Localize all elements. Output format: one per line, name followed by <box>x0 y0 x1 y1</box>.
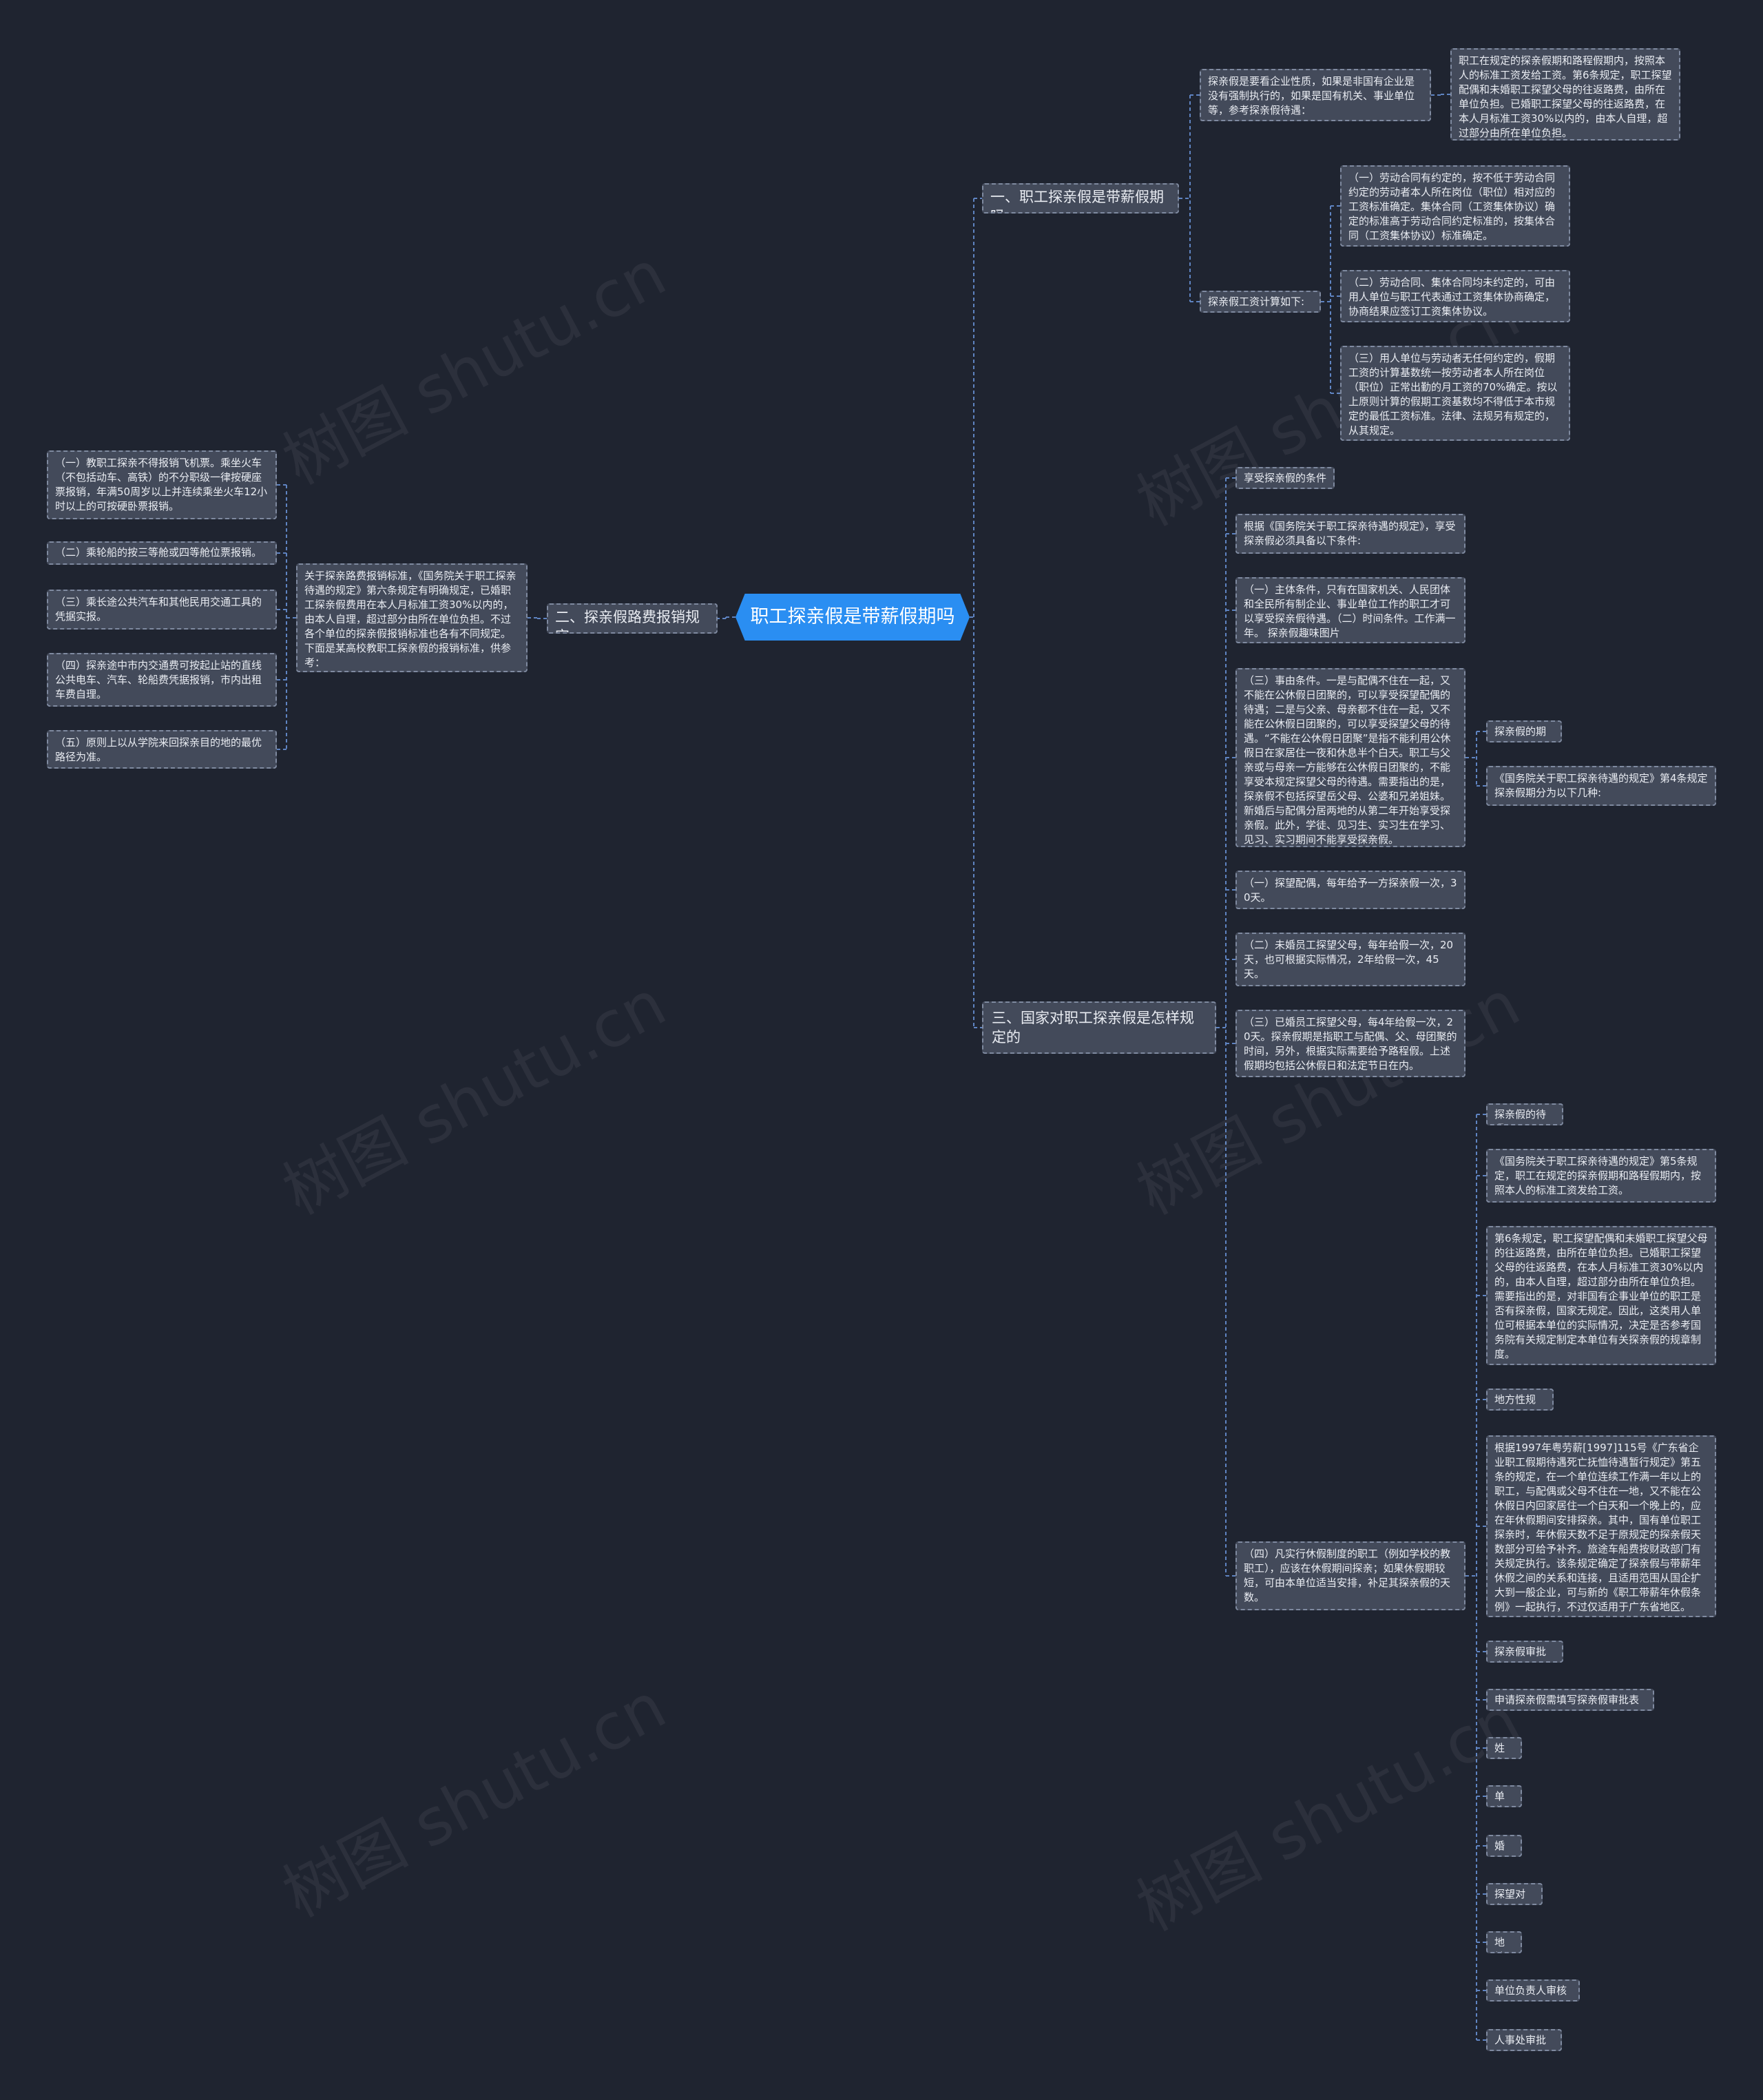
b3-node-leave-period-types[interactable]: 《国务院关于职工探亲待遇的规定》第4条规定探亲假期分为以下几种: <box>1486 766 1716 806</box>
b3-node-approval-form[interactable]: 探亲假审批表 <box>1486 1641 1563 1663</box>
b3-node-guangdong-rule[interactable]: 根据1997年粤劳薪[1997]115号《广东省企业职工假期待遇死亡抚恤待遇暂行… <box>1486 1435 1716 1617</box>
b3-node-vacation-staff[interactable]: （四）凡实行休假制度的职工（例如学校的教职工），应该在休假期间探亲；如果休假期较… <box>1235 1541 1465 1610</box>
b2-leaf-train[interactable]: （一）教职工探亲不得报销飞机票。乘坐火车（不包括动车、高铁）的不分职级一律按硬座… <box>47 450 277 519</box>
b3-node-subject-time-condition[interactable]: （一）主体条件，只有在国家机关、人民团体和全民所有制企业、事业单位工作的职工才可… <box>1235 577 1465 643</box>
b3-form-field-unit[interactable]: 单位 <box>1486 1785 1522 1807</box>
b3-node-conditions[interactable]: 享受探亲假的条件 <box>1235 467 1335 489</box>
b1-node-calc-rule-1[interactable]: （一）劳动合同有约定的，按不低于劳动合同约定的劳动者本人所在岗位（职位）相对应的… <box>1340 165 1570 247</box>
b3-node-leave-period[interactable]: 探亲假的期限 <box>1486 720 1562 742</box>
b3-form-field-name[interactable]: 姓名 <box>1486 1737 1522 1759</box>
b3-node-unmarried-visit-parents[interactable]: （二）未婚员工探望父母，每年给假一次，20天，也可根据实际情况，2年给假一次，4… <box>1235 933 1465 986</box>
b3-node-conditions-basis[interactable]: 根据《国务院关于职工探亲待遇的规定》，享受探亲假必须具备以下条件: <box>1235 514 1465 554</box>
root-topic[interactable]: 职工探亲假是带薪假期吗 <box>736 594 970 641</box>
b3-node-local-rules[interactable]: 地方性规定 <box>1486 1389 1554 1411</box>
b3-form-field-address[interactable]: 地址 <box>1486 1931 1522 1953</box>
b2-leaf-bus[interactable]: （三）乘长途公共汽车和其他民用交通工具的凭据实报。 <box>47 590 277 630</box>
b3-form-field-marital[interactable]: 婚否 <box>1486 1835 1522 1857</box>
b1-node-calc-rule-3[interactable]: （三）用人单位与劳动者无任何约定的，假期工资的计算基数统一按劳动者本人所在岗位（… <box>1340 346 1570 441</box>
b3-node-treatment-article-6[interactable]: 第6条规定，职工探望配偶和未婚职工探望父母的往返路费，由所在单位负担。已婚职工探… <box>1486 1226 1716 1365</box>
b1-node-enterprise-nature[interactable]: 探亲假是要看企业性质，如果是非国有企业是没有强制执行的，如果是国有机关、事业单位… <box>1200 69 1431 121</box>
b3-node-visit-spouse[interactable]: （一）探望配偶，每年给予一方探亲假一次，30天。 <box>1235 871 1465 909</box>
b3-node-approval-form-desc[interactable]: 申请探亲假需填写探亲假审批表 <box>1486 1689 1654 1711</box>
b3-node-treatment[interactable]: 探亲假的待遇 <box>1486 1103 1563 1125</box>
b2-leaf-city-transport[interactable]: （四）探亲途中市内交通费可按起止站的直线公共电车、汽车、轮船费凭据报销，市内出租… <box>47 653 277 707</box>
b1-node-calc-rule-2[interactable]: （二）劳动合同、集体合同均未约定的，可由用人单位与职工代表通过工资集体协商确定，… <box>1340 270 1570 322</box>
b3-form-field-visit-target[interactable]: 探望对象 <box>1486 1883 1543 1905</box>
b1-node-wage-payment[interactable]: 职工在规定的探亲假期和路程假期内，按照本人的标准工资发给工资。第6条规定，职工探… <box>1450 48 1680 141</box>
b2-leaf-route[interactable]: （五）原则上以从学院来回探亲目的地的最优路径为准。 <box>47 730 277 769</box>
b2-leaf-ship[interactable]: （二）乘轮船的按三等舱或四等舱位票报销。 <box>47 541 277 565</box>
b2-node-reimbursement-standard[interactable]: 关于探亲路费报销标准，《国务院关于职工探亲待遇的规定》第六条规定有明确规定，已婚… <box>296 563 528 672</box>
b3-node-married-visit-parents[interactable]: （三）已婚员工探望父母，每4年给假一次，20天。探亲假期是指职工与配偶、父、母团… <box>1235 1010 1465 1077</box>
b3-node-reason-condition[interactable]: （三）事由条件。一是与配偶不住在一起，又不能在公休假日团聚的，可以享受探望配偶的… <box>1235 668 1465 847</box>
b3-node-treatment-article-5[interactable]: 《国务院关于职工探亲待遇的规定》第5条规定，职工在规定的探亲假期和路程假期内，按… <box>1486 1149 1716 1203</box>
b1-node-wage-calc[interactable]: 探亲假工资计算如下: <box>1200 291 1321 313</box>
branch-2-topic[interactable]: 二、探亲假路费报销规定 <box>547 603 718 634</box>
b3-form-field-hr-approval[interactable]: 人事处审批 <box>1486 2029 1562 2051</box>
branch-3-topic[interactable]: 三、国家对职工探亲假是怎样规定的 <box>982 1001 1216 1054</box>
branch-1-topic[interactable]: 一、职工探亲假是带薪假期吗 <box>982 183 1179 214</box>
b3-form-field-unit-review[interactable]: 单位负责人审核 <box>1486 1979 1580 2002</box>
